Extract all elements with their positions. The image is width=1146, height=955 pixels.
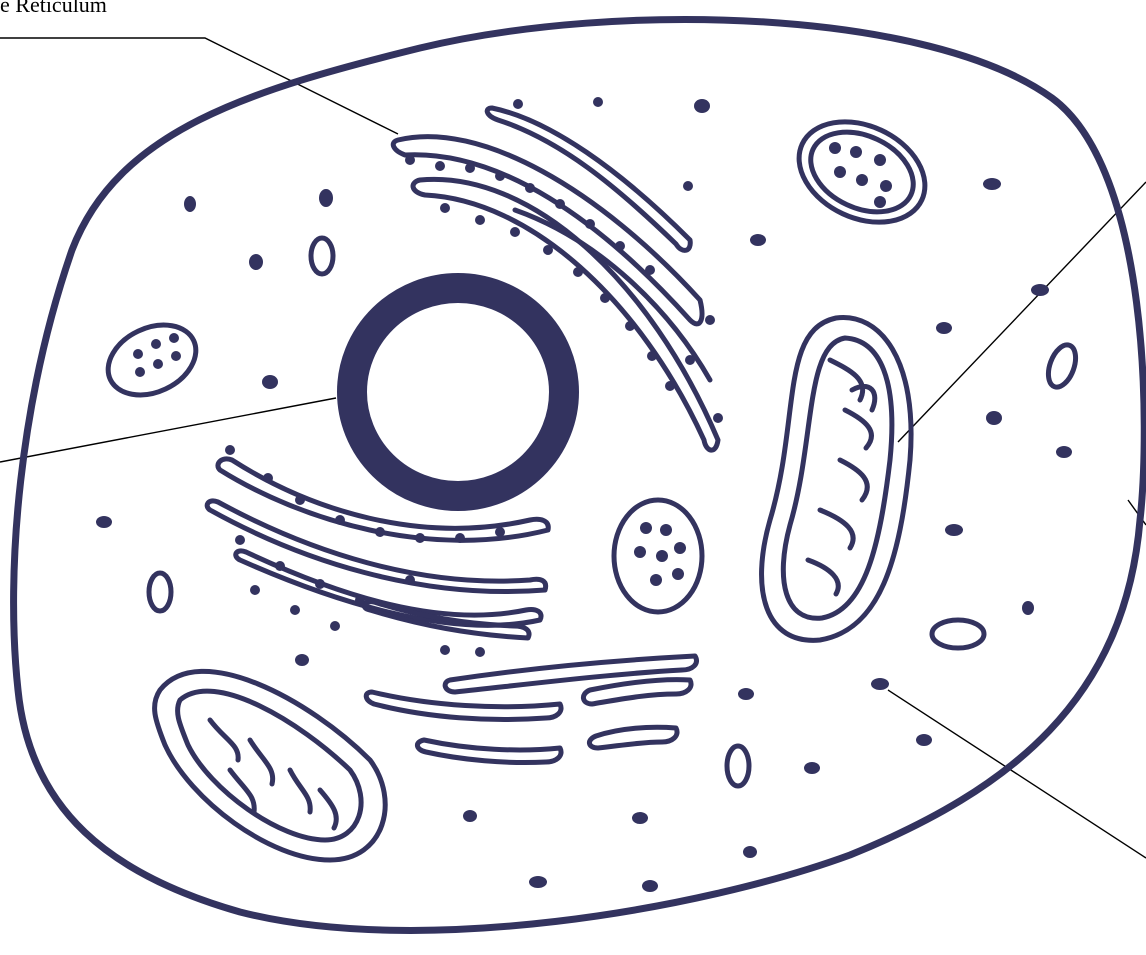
mitochondrion-right [762, 317, 912, 640]
mitochondrion-left [155, 671, 386, 860]
free-ribosomes [96, 99, 1072, 892]
golgi-apparatus [366, 656, 696, 763]
lysosome-left [97, 312, 207, 409]
leader-line-nucleus [0, 398, 336, 462]
nucleus [352, 288, 564, 496]
lysosome-center [614, 500, 702, 612]
cell-membrane [14, 19, 1145, 930]
lysosome-top-right [783, 102, 942, 241]
leader-line-mitochondrion [898, 182, 1146, 442]
leader-line-ribosome [888, 690, 1146, 858]
vesicles [149, 238, 1081, 786]
